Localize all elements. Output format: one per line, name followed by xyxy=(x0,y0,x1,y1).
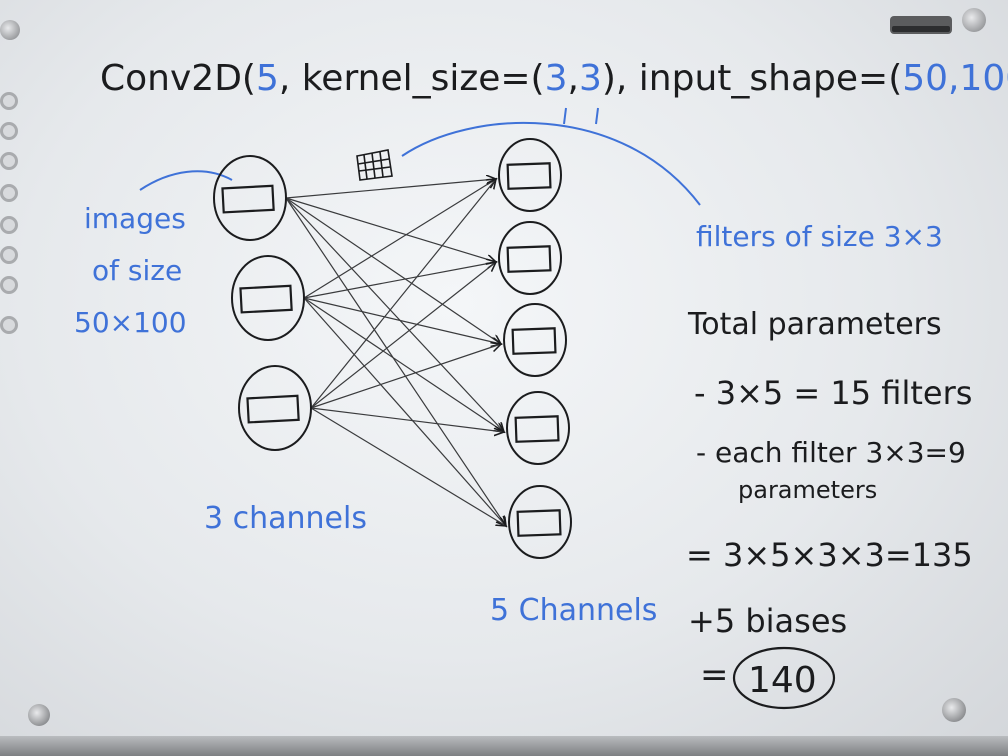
connection-arrow xyxy=(310,179,496,409)
output-channel-node xyxy=(498,221,562,295)
input-channel-image xyxy=(246,394,300,424)
connection-arrow xyxy=(303,297,501,344)
connection-arrow xyxy=(303,297,504,432)
calc-line-biases: +5 biases xyxy=(688,602,847,640)
output-channel-image xyxy=(511,327,557,355)
calc-result-equals: = xyxy=(700,655,729,695)
input-channels-label: 3 channels xyxy=(204,501,367,536)
header-mid2: ), input_shape=( xyxy=(602,58,902,99)
header-shape: 50,100,3 xyxy=(902,58,1008,99)
binder-ring xyxy=(0,152,18,170)
connection-arrow xyxy=(285,197,501,344)
header-comma: , xyxy=(568,58,579,99)
binder-ring xyxy=(0,122,18,140)
output-channel-node xyxy=(506,391,570,465)
input-channel-node xyxy=(238,365,312,451)
output-channel-image xyxy=(516,509,562,537)
filter-grid-icon xyxy=(356,149,393,181)
output-channel-node xyxy=(498,138,562,212)
input-channel-node xyxy=(231,255,305,341)
output-channel-node xyxy=(508,485,572,559)
connection-arrow xyxy=(310,344,501,409)
binder-ring xyxy=(0,276,18,294)
binder-ring xyxy=(0,216,18,234)
images-note: images of size 50×100 xyxy=(74,202,195,339)
result-circle xyxy=(732,646,836,710)
connection-arrow xyxy=(310,262,496,409)
calc-result: 140 xyxy=(748,660,817,701)
connection-arrow xyxy=(303,297,506,526)
binder-rings xyxy=(0,0,30,756)
eraser-icon xyxy=(890,16,952,34)
output-channel-image xyxy=(506,245,552,273)
calc-line-parameters: parameters xyxy=(738,476,877,504)
connection-arrow xyxy=(310,407,504,432)
calc-title: Total parameters xyxy=(687,307,942,342)
images-pointer-curve xyxy=(139,170,233,191)
calc-line-product: = 3×5×3×3=135 xyxy=(686,536,973,574)
connection-arrow xyxy=(303,179,496,299)
filters-note: filters of size 3×3 xyxy=(696,220,943,253)
connection-arrows xyxy=(285,179,506,526)
output-channel-image xyxy=(506,162,552,190)
connection-arrow xyxy=(285,179,496,199)
mount-screw xyxy=(942,698,966,722)
input-channel-image xyxy=(239,284,293,314)
calc-line-filters: - 3×5 = 15 filters xyxy=(694,374,972,412)
mount-screw xyxy=(962,8,986,32)
network-nodes xyxy=(213,138,572,559)
binder-ring xyxy=(0,92,18,110)
filters-pointer-curve xyxy=(401,121,701,206)
output-channel-node xyxy=(503,303,567,377)
connection-arrow xyxy=(285,197,504,432)
header-filters: 5 xyxy=(256,58,279,99)
board-bottom-edge xyxy=(0,736,1008,756)
binder-ring xyxy=(0,246,18,264)
connection-arrow xyxy=(303,262,496,299)
header-code: Conv2D(5, kernel_size=(3,3), input_shape… xyxy=(100,58,1008,99)
mount-screw xyxy=(28,704,50,726)
input-channel-image xyxy=(221,184,275,214)
connection-arrow xyxy=(310,407,506,526)
connection-arrow xyxy=(285,197,506,526)
output-channels-label: 5 Channels xyxy=(490,593,657,628)
calc-line-each: - each filter 3×3=9 xyxy=(696,436,966,469)
kernel-tick-marks xyxy=(563,107,599,125)
binder-ring xyxy=(0,316,18,334)
output-channel-image xyxy=(514,415,560,443)
header-prefix: Conv2D( xyxy=(100,58,256,99)
header-k2: 3 xyxy=(579,58,602,99)
binder-ring xyxy=(0,184,18,202)
input-channel-node xyxy=(213,155,287,241)
header-k1: 3 xyxy=(545,58,568,99)
header-mid1: , kernel_size=( xyxy=(279,58,545,99)
connection-arrow xyxy=(285,197,496,262)
parameter-calculation: Total parameters - 3×5 = 15 filters - ea… xyxy=(686,307,973,701)
mount-screw xyxy=(0,20,20,40)
